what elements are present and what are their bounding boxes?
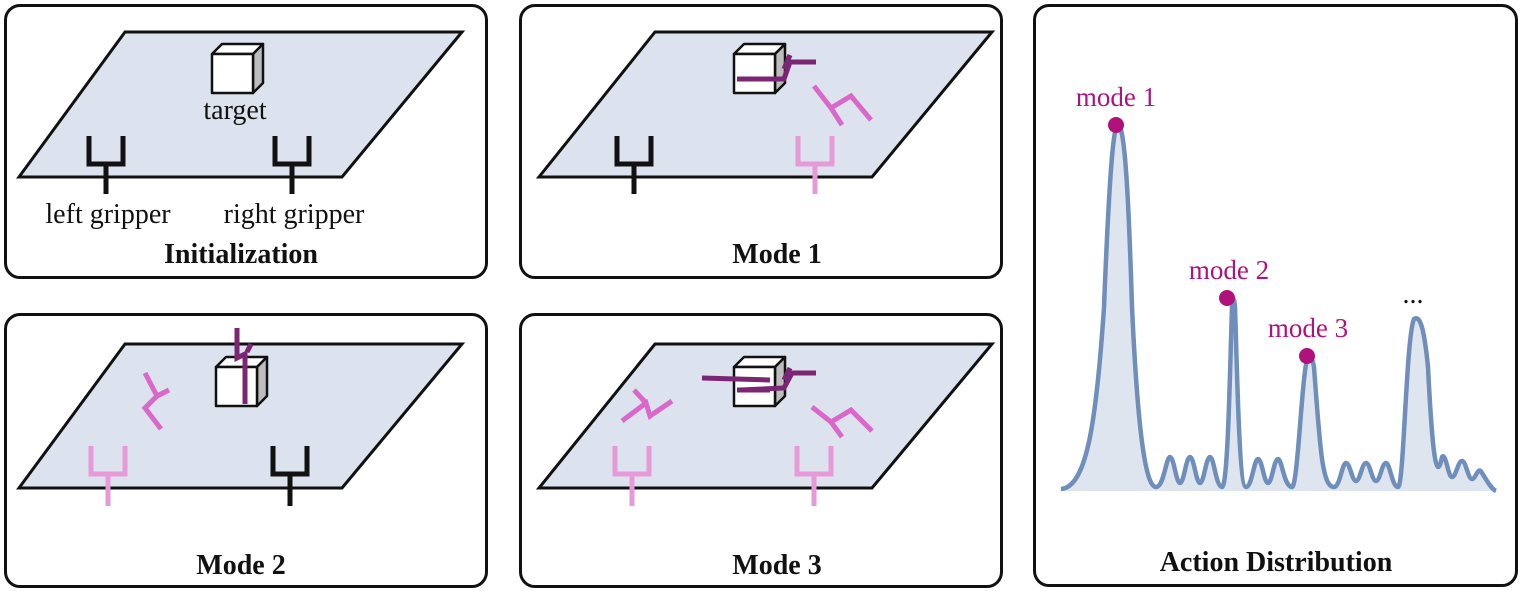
right-gripper-icon xyxy=(272,136,312,194)
panel-title: Initialization xyxy=(164,239,318,270)
panel-title: Action Distribution xyxy=(1160,547,1393,578)
moved-gripper-icon xyxy=(812,84,873,127)
left-moved-gripper-icon xyxy=(620,388,674,423)
target-label: target xyxy=(203,95,266,126)
table-plane xyxy=(16,30,466,179)
left-gripper-label: left gripper xyxy=(45,199,171,230)
left-gripper-icon xyxy=(614,136,654,194)
panel-title: Mode 1 xyxy=(732,239,821,270)
initialization-panel: target left gripper right gripper Initia… xyxy=(4,4,488,279)
target-cube xyxy=(732,42,787,95)
mode1-panel: Mode 1 xyxy=(519,4,1003,279)
mode3-peak-marker xyxy=(1299,348,1315,364)
mode2-peak-marker xyxy=(1219,290,1235,306)
more-peaks-ellipsis: ... xyxy=(1403,279,1424,310)
right-gripper-icon xyxy=(270,446,310,506)
left-gripper-faded-icon xyxy=(88,446,128,506)
panel-title: Mode 2 xyxy=(196,550,285,581)
table-plane xyxy=(16,342,466,490)
right-gripper-faded-icon xyxy=(795,136,835,194)
target-cube xyxy=(214,355,269,408)
action-distribution-panel: mode 1 mode 2 mode 3 ... Action Distribu… xyxy=(1033,4,1518,587)
right-moved-gripper-icon xyxy=(810,405,874,439)
grasping-gripper-icon xyxy=(737,54,816,82)
distribution-fill xyxy=(1061,125,1496,491)
panel-title: Mode 3 xyxy=(732,550,821,581)
distribution-curve xyxy=(1060,122,1498,494)
moved-gripper-icon xyxy=(141,371,171,431)
mode1-peak-label: mode 1 xyxy=(1076,82,1156,112)
table-plane xyxy=(535,342,996,490)
mode3-panel: Mode 3 xyxy=(519,313,1003,588)
mode2-peak-label: mode 2 xyxy=(1189,255,1269,285)
mode1-peak-marker xyxy=(1108,117,1124,133)
grasping-gripper-icon xyxy=(234,328,254,404)
target-cube xyxy=(210,42,265,95)
left-gripper-icon xyxy=(86,136,126,194)
mode3-peak-label: mode 3 xyxy=(1268,313,1348,343)
right-gripper-label: right gripper xyxy=(224,199,365,230)
left-gripper-faded-icon xyxy=(612,446,652,506)
right-gripper-faded-icon xyxy=(794,446,834,506)
mode2-panel: Mode 2 xyxy=(4,313,488,588)
right-grasping-gripper-icon xyxy=(739,366,816,393)
